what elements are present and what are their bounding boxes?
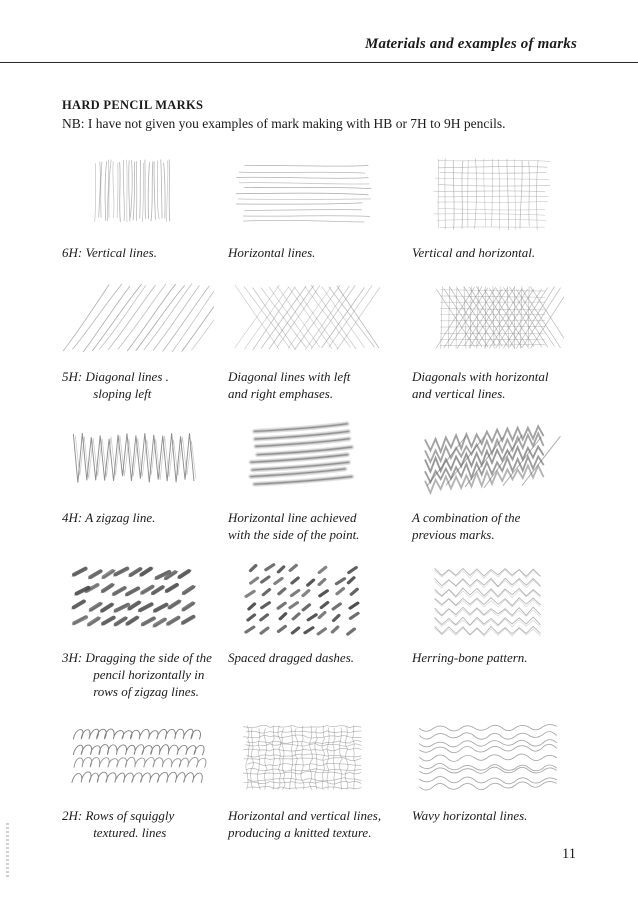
section-heading: HARD PENCIL MARKS — [62, 98, 204, 112]
marks-grid: 6H: Vertical lines. Horizontal lines. Ve… — [62, 154, 598, 842]
mark-caption: 5H: Diagonal lines . sloping left — [62, 368, 169, 401]
pencil-mark-sample-zigzag-combo-icon — [424, 423, 561, 495]
pencil-mark-sample-dense-crosshatch-icon — [435, 285, 564, 349]
mark-example-cell: Wavy horizontal lines. — [412, 717, 595, 842]
mark-example-cell: 6H: Vertical lines. — [62, 154, 228, 262]
mark-caption: 4H: A zigzag line. — [62, 509, 156, 525]
pencil-mark-sample-wavy-icon — [419, 724, 557, 791]
pencil-mark-sample-diagonal-crosshatch-icon — [234, 284, 380, 351]
mark-example-cell: 4H: A zigzag line. — [62, 419, 228, 544]
mark-example-cell: A combination of the previous marks. — [412, 419, 595, 544]
note-text: NB: I have not given you examples of mar… — [62, 116, 506, 131]
mark-caption: Diagonal lines with left and right empha… — [228, 368, 351, 401]
mark-example-cell: Herring-bone pattern. — [412, 559, 595, 701]
pencil-mark-sample-grid-icon — [433, 158, 551, 231]
page-number: 11 — [562, 846, 576, 862]
mark-example-cell: 2H: Rows of squiggly textured. lines — [62, 717, 228, 842]
mark-caption: Herring-bone pattern. — [412, 650, 528, 666]
page-content: HARD PENCIL MARKS NB: I have not given y… — [62, 98, 598, 842]
mark-caption: Vertical and horizontal. — [412, 245, 536, 260]
running-header: Materials and examples of marks — [364, 36, 577, 52]
pencil-mark-sample-herringbone-icon — [434, 568, 541, 638]
mark-example-cell: Spaced dragged dashes. — [228, 559, 412, 701]
mark-caption: Spaced dragged dashes. — [228, 650, 355, 666]
spine-text-marking — [6, 823, 9, 877]
pencil-mark-sample-knitted-icon — [242, 725, 362, 790]
mark-example-cell: Vertical and horizontal. — [412, 154, 595, 262]
mark-caption: Horizontal and vertical lines, producing… — [228, 808, 382, 841]
mark-example-cell: Horizontal and vertical lines, producing… — [228, 717, 412, 842]
pencil-mark-sample-horizontal-lines-icon — [235, 164, 372, 223]
mark-caption: Horizontal lines. — [228, 245, 316, 260]
pencil-mark-sample-diagonal-left-icon — [62, 283, 214, 353]
pencil-mark-sample-vertical-lines-icon — [94, 159, 171, 223]
mark-caption: Diagonals with horizontal and vertical l… — [412, 368, 549, 401]
pencil-mark-sample-zigzag-icon — [72, 432, 197, 483]
header-rule — [0, 62, 638, 63]
mark-caption: A combination of the previous marks. — [412, 509, 521, 542]
mark-example-cell: 5H: Diagonal lines . sloping left — [62, 278, 228, 403]
mark-example-cell: 3H: Dragging the side of the pencil hori… — [62, 559, 228, 701]
mark-caption: 3H: Dragging the side of the pencil hori… — [62, 650, 212, 700]
pencil-mark-sample-thick-horizontal-icon — [248, 420, 355, 487]
mark-caption: 6H: Vertical lines. — [62, 245, 157, 260]
mark-example-cell: Diagonals with horizontal and vertical l… — [412, 278, 595, 403]
mark-example-cell: Horizontal lines. — [228, 154, 412, 262]
mark-caption: 2H: Rows of squiggly textured. lines — [62, 808, 175, 841]
mark-caption: Horizontal line achieved with the side o… — [228, 509, 360, 542]
pencil-mark-sample-squiggles-icon — [71, 728, 207, 784]
mark-example-cell: Diagonal lines with left and right empha… — [228, 278, 412, 403]
pencil-mark-sample-spaced-dashes-icon — [244, 563, 360, 637]
mark-example-cell: Horizontal line achieved with the side o… — [228, 419, 412, 544]
pencil-mark-sample-dragged-rows-icon — [71, 567, 197, 629]
mark-caption: Wavy horizontal lines. — [412, 808, 528, 824]
